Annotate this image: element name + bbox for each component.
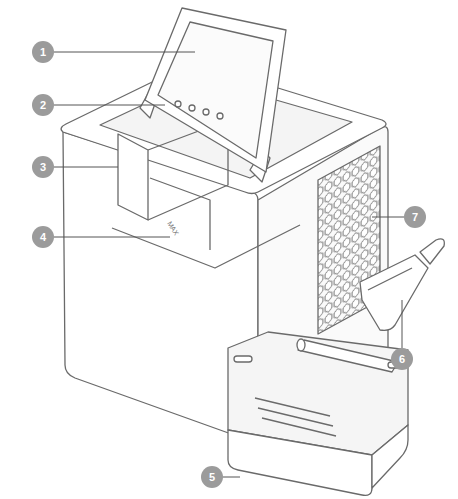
roller-end <box>297 339 305 351</box>
lid-frame <box>145 8 286 172</box>
basket-front <box>228 430 372 495</box>
scoop-handle <box>420 239 444 264</box>
cavity-floor <box>112 225 300 268</box>
leader-line <box>223 477 240 478</box>
leader-line <box>54 105 165 106</box>
callout-number: 2 <box>32 94 54 116</box>
callout-circle <box>32 94 54 116</box>
floor-slot <box>255 398 336 436</box>
inner-panel <box>118 134 148 220</box>
sensor <box>175 101 181 107</box>
callout-number: 3 <box>32 156 54 178</box>
callout-number: 4 <box>32 226 54 248</box>
callout-number: 6 <box>391 348 413 370</box>
callout-number: 5 <box>201 466 223 488</box>
callout-circle <box>32 226 54 248</box>
scoop-body <box>360 255 428 330</box>
leader-line <box>54 237 170 238</box>
ice-basket <box>228 332 408 495</box>
roller <box>298 340 398 372</box>
sensor <box>189 105 195 111</box>
sensor <box>217 113 223 119</box>
handle-slot <box>234 356 252 362</box>
leader-lines <box>54 52 404 477</box>
sensor <box>203 109 209 115</box>
leader-line <box>54 52 195 53</box>
leader-line <box>54 167 118 168</box>
callout-circle <box>201 466 223 488</box>
callout-number: 1 <box>32 41 54 63</box>
basket-side <box>372 425 408 488</box>
callout-circle <box>391 348 413 370</box>
callout-circle <box>32 41 54 63</box>
scoop-edge <box>368 268 412 290</box>
lid-window <box>158 22 273 158</box>
leader-line <box>402 300 403 348</box>
callout-circle <box>404 206 426 228</box>
leader-line <box>372 217 404 218</box>
lid <box>140 8 286 182</box>
callout-circle <box>32 156 54 178</box>
reservoir-wall <box>150 178 210 250</box>
callout-circles <box>32 41 426 488</box>
callout-number: 7 <box>404 206 426 228</box>
